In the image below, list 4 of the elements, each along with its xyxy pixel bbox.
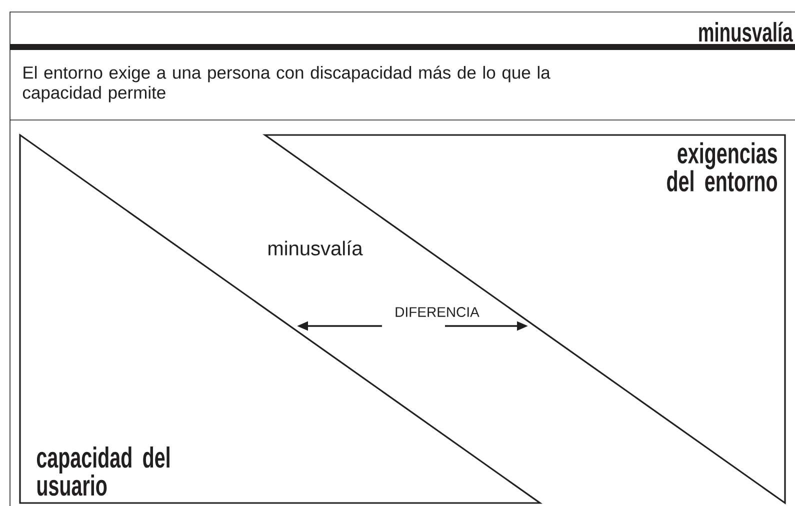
region-label: minusvalía xyxy=(268,240,363,256)
heading: minusvalía xyxy=(699,22,793,42)
measure-label: DIFERENCIA xyxy=(396,307,480,317)
description: El entorno exige a una persona con discapacidad más de lo que la capacidad permite xyxy=(22,66,550,102)
